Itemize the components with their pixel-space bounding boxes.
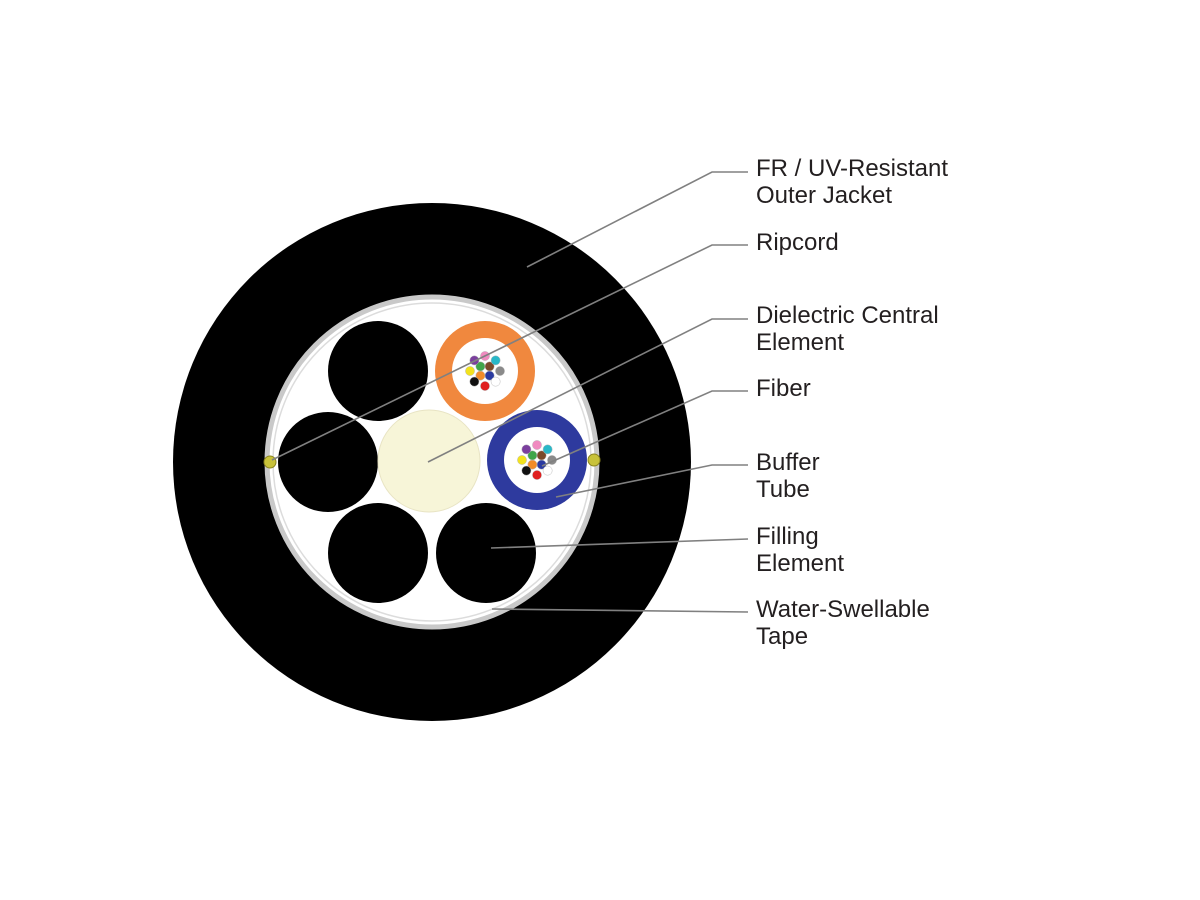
label-fiber-line-1: Fiber — [756, 375, 811, 402]
leader-line-buffer — [555, 464, 748, 498]
label-central-element-line-1: Dielectric Central — [756, 302, 939, 329]
leader-line-central — [427, 318, 748, 463]
label-ripcord-line-1: Ripcord — [756, 229, 839, 256]
label-buffer-tube: Buffer Tube — [756, 449, 820, 503]
leader-line-filling — [490, 538, 749, 549]
buffer-tube-blue-inner — [504, 427, 570, 493]
label-ripcord: Ripcord — [756, 229, 839, 256]
blue-tube-fiber — [521, 444, 532, 455]
label-filling-element: Filling Element — [756, 523, 844, 577]
orange-tube-fiber — [469, 376, 480, 387]
label-central-element: Dielectric Central Element — [756, 302, 939, 356]
ripcord-left — [263, 455, 277, 469]
blue-tube-fiber — [536, 450, 547, 461]
label-water-swellable-tape-line-2: Tape — [756, 623, 809, 650]
orange-tube-fiber — [490, 355, 501, 366]
label-fiber: Fiber — [756, 375, 811, 402]
blue-tube-fiber — [542, 444, 553, 455]
label-outer-jacket: FR / UV-Resistant Outer Jacket — [756, 155, 948, 209]
orange-tube-fiber — [480, 381, 490, 391]
leader-line-jacket — [526, 171, 748, 268]
label-buffer-tube-line-1: Buffer — [756, 449, 820, 476]
label-outer-jacket-line-2: Outer Jacket — [756, 182, 893, 209]
blue-tube-fiber — [532, 440, 542, 450]
buffer-tube-blue — [487, 410, 587, 510]
blue-tube-fiber — [521, 465, 532, 476]
leader-line-tape — [491, 608, 749, 613]
filling-element-bottom-left — [328, 503, 428, 603]
filling-element-bottom-right — [436, 503, 536, 603]
label-water-swellable-tape: Water-Swellable Tape — [756, 596, 930, 650]
label-outer-jacket-line-1: FR / UV-Resistant — [756, 155, 949, 182]
leader-line-fiber — [541, 390, 748, 467]
blue-tube-fiber — [532, 470, 542, 480]
blue-tube-fiber — [542, 465, 553, 476]
ripcord-right — [587, 453, 601, 467]
fiber-bundle-blue — [517, 440, 557, 480]
buffer-tube-orange-inner — [452, 338, 518, 404]
orange-tube-fiber — [495, 366, 505, 376]
orange-tube-fiber — [490, 376, 501, 387]
blue-tube-fiber — [517, 455, 527, 465]
orange-tube-fiber — [484, 361, 495, 372]
filling-element-top-left — [328, 321, 428, 421]
label-central-element-line-2: Element — [756, 329, 845, 356]
leader-lines — [271, 171, 749, 613]
label-filling-element-line-1: Filling — [756, 523, 819, 550]
buffer-tube-orange — [435, 321, 535, 421]
label-buffer-tube-line-2: Tube — [756, 476, 810, 503]
leader-line-ripcord — [271, 244, 748, 461]
label-filling-element-line-2: Element — [756, 550, 845, 577]
label-water-swellable-tape-line-1: Water-Swellable — [756, 596, 930, 623]
filling-element-left — [278, 412, 378, 512]
orange-tube-fiber — [465, 366, 475, 376]
